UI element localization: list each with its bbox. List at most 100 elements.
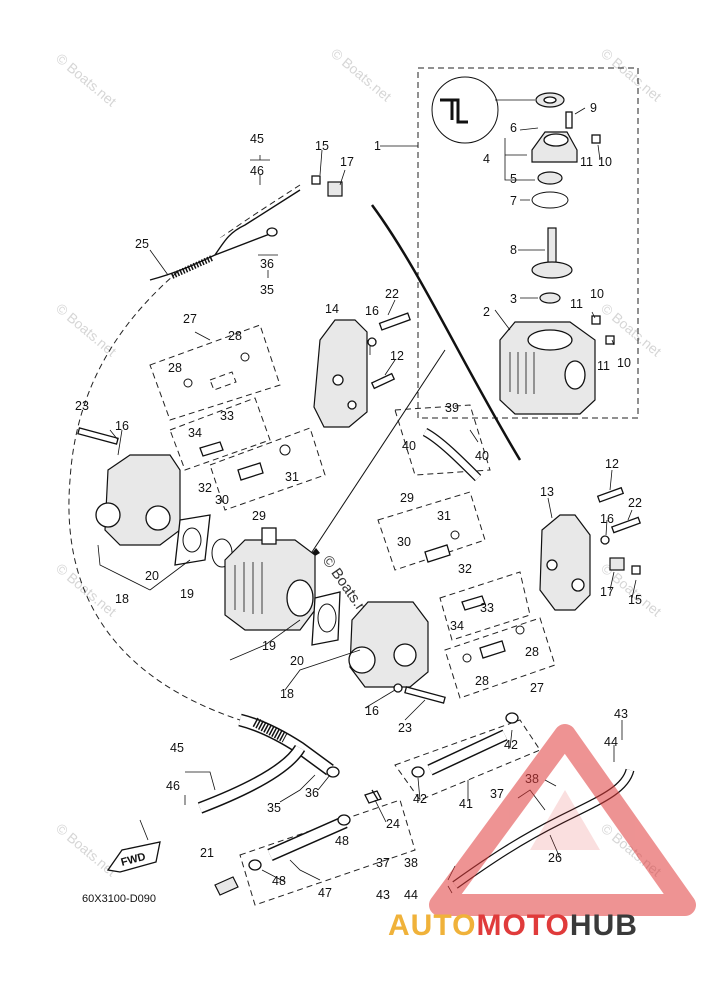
label-part-12[interactable]: 12 <box>390 349 404 363</box>
bracket-14-hole <box>347 400 357 410</box>
left-body-assembly <box>77 427 233 568</box>
label-part-21[interactable]: 21 <box>200 846 214 860</box>
label-part-32[interactable]: 32 <box>458 562 472 576</box>
label-part-35[interactable]: 35 <box>267 801 281 815</box>
label-part-37[interactable]: 37 <box>490 787 504 801</box>
label-part-17[interactable]: 17 <box>340 155 354 169</box>
label-part-36[interactable]: 36 <box>305 786 319 800</box>
group-29-right-box <box>377 491 486 571</box>
label-part-4[interactable]: 4 <box>483 152 490 166</box>
label-part-30[interactable]: 30 <box>397 535 411 549</box>
label-part-33[interactable]: 33 <box>220 409 234 423</box>
label-part-16[interactable]: 16 <box>115 419 129 433</box>
label-part-14[interactable]: 14 <box>325 302 339 316</box>
label-part-5[interactable]: 5 <box>510 172 517 186</box>
label-part-28[interactable]: 28 <box>168 361 182 375</box>
label-part-34[interactable]: 34 <box>450 619 464 633</box>
shaft-8-gear <box>531 261 573 279</box>
label-part-23[interactable]: 23 <box>75 399 89 413</box>
group-39-box <box>394 404 491 476</box>
label-part-47[interactable]: 47 <box>318 886 332 900</box>
label-part-40[interactable]: 40 <box>402 439 416 453</box>
label-part-6[interactable]: 6 <box>510 121 517 135</box>
label-part-16[interactable]: 16 <box>600 512 614 526</box>
label-part-43[interactable]: 43 <box>614 707 628 721</box>
label-part-27[interactable]: 27 <box>530 681 544 695</box>
label-part-11[interactable]: 11 <box>597 359 610 373</box>
label-part-46[interactable]: 46 <box>250 164 264 178</box>
label-part-43[interactable]: 43 <box>376 888 390 902</box>
label-part-28[interactable]: 28 <box>228 329 242 343</box>
washer-16-lower-part <box>393 683 403 693</box>
label-part-36[interactable]: 36 <box>260 257 274 271</box>
bearing-housing-bore <box>543 133 569 147</box>
label-part-45[interactable]: 45 <box>170 741 184 755</box>
clamp-36-upper <box>266 227 278 237</box>
label-part-20[interactable]: 20 <box>290 654 304 668</box>
label-part-16[interactable]: 16 <box>365 704 379 718</box>
label-part-42[interactable]: 42 <box>504 738 518 752</box>
label-part-48[interactable]: 48 <box>272 874 286 888</box>
label-part-22[interactable]: 22 <box>385 287 399 301</box>
label-part-42[interactable]: 42 <box>413 792 427 806</box>
label-part-10[interactable]: 10 <box>590 287 604 301</box>
label-part-28[interactable]: 28 <box>525 645 539 659</box>
label-part-44[interactable]: 44 <box>604 735 618 749</box>
label-part-26[interactable]: 26 <box>548 851 562 865</box>
label-part-18[interactable]: 18 <box>280 687 294 701</box>
label-part-33[interactable]: 33 <box>480 601 494 615</box>
label-part-46[interactable]: 46 <box>166 779 180 793</box>
label-part-37[interactable]: 37 <box>376 856 390 870</box>
label-part-24[interactable]: 24 <box>386 817 400 831</box>
label-part-10[interactable]: 10 <box>617 356 631 370</box>
label-part-29[interactable]: 29 <box>252 509 266 523</box>
label-part-18[interactable]: 18 <box>115 592 129 606</box>
label-part-25[interactable]: 25 <box>135 237 149 251</box>
label-part-16[interactable]: 16 <box>365 304 379 318</box>
label-part-7[interactable]: 7 <box>510 194 517 208</box>
label-part-39[interactable]: 39 <box>445 401 459 415</box>
valve-28-right-part <box>479 640 506 659</box>
label-part-1[interactable]: 1 <box>374 139 381 153</box>
label-part-15[interactable]: 15 <box>315 139 329 153</box>
label-part-19[interactable]: 19 <box>262 639 276 653</box>
label-part-28[interactable]: 28 <box>475 674 489 688</box>
label-part-40[interactable]: 40 <box>475 449 489 463</box>
gasket-20-center-hole <box>317 603 337 633</box>
label-part-29[interactable]: 29 <box>400 491 414 505</box>
label-part-12[interactable]: 12 <box>605 457 619 471</box>
label-part-17[interactable]: 17 <box>600 585 614 599</box>
label-part-2[interactable]: 2 <box>483 305 490 319</box>
label-part-22[interactable]: 22 <box>628 496 642 510</box>
watermark: © Boats.net <box>328 45 395 104</box>
label-part-41[interactable]: 41 <box>459 797 473 811</box>
label-part-44[interactable]: 44 <box>404 888 418 902</box>
label-part-11[interactable]: 11 <box>570 297 583 311</box>
label-part-8[interactable]: 8 <box>510 243 517 257</box>
hose-25-part <box>149 189 301 281</box>
ring-28-left <box>240 352 250 362</box>
label-part-38[interactable]: 38 <box>404 856 418 870</box>
label-part-13[interactable]: 13 <box>540 485 554 499</box>
label-part-45[interactable]: 45 <box>250 132 264 146</box>
label-part-23[interactable]: 23 <box>398 721 412 735</box>
label-part-9[interactable]: 9 <box>590 101 597 115</box>
hose-45-part <box>198 745 304 813</box>
label-part-3[interactable]: 3 <box>510 292 517 306</box>
label-part-30[interactable]: 30 <box>215 493 229 507</box>
label-part-32[interactable]: 32 <box>198 481 212 495</box>
label-part-27[interactable]: 27 <box>183 312 197 326</box>
label-part-35[interactable]: 35 <box>260 283 274 297</box>
label-part-19[interactable]: 19 <box>180 587 194 601</box>
label-part-48[interactable]: 48 <box>335 834 349 848</box>
label-part-31[interactable]: 31 <box>437 509 451 523</box>
label-part-11[interactable]: 11 <box>580 155 593 169</box>
watermark: © Boats.net <box>598 45 665 104</box>
label-part-31[interactable]: 31 <box>285 470 299 484</box>
label-part-10[interactable]: 10 <box>598 155 612 169</box>
label-part-34[interactable]: 34 <box>188 426 202 440</box>
label-part-15[interactable]: 15 <box>628 593 642 607</box>
group-41-box <box>394 719 541 801</box>
label-part-20[interactable]: 20 <box>145 569 159 583</box>
